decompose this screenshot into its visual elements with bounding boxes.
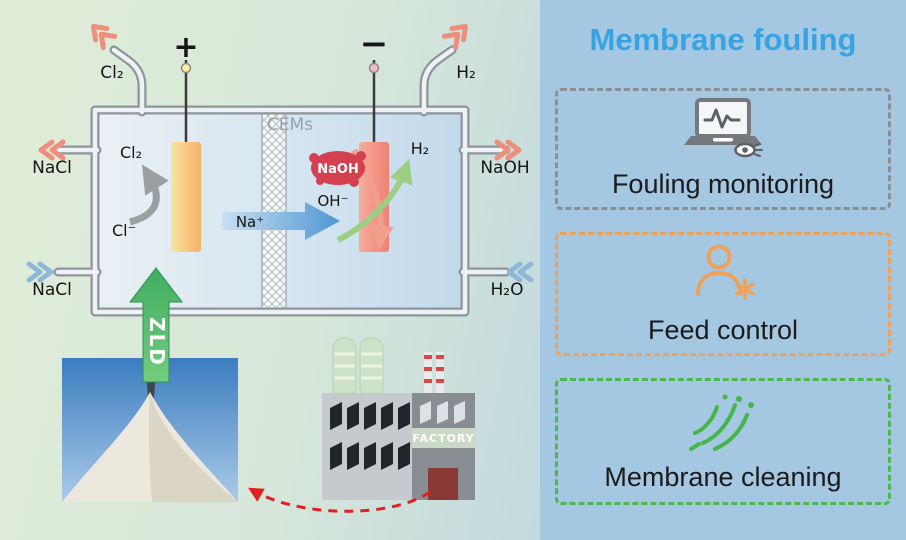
- asterisk-icon: [735, 278, 755, 300]
- h2-outlet-label: H₂: [456, 63, 476, 83]
- cation-exchange-membrane: [261, 111, 287, 311]
- chlorine-evolution-arrow: [128, 164, 169, 226]
- membrane-fouling-panel: Membrane fouling Fouling monitoring: [540, 0, 906, 540]
- cl-ion-label: Cl⁻: [112, 221, 136, 240]
- feed-control-box: Feed control: [555, 232, 891, 356]
- zld-label: ZLD: [145, 317, 169, 367]
- oh-ion-label: OH⁻: [317, 192, 348, 210]
- nacl-lower-label: NaCl: [32, 280, 72, 300]
- naoh-splat-label: NaOH: [317, 162, 359, 177]
- cathode-minus-sign: −: [360, 24, 389, 64]
- chimney: [436, 352, 444, 394]
- factory-windows: [330, 402, 410, 470]
- electrolysis-diagram: FACTORY: [0, 0, 540, 513]
- factory-tower-windows: [420, 401, 465, 424]
- factory-sign-label: FACTORY: [412, 432, 475, 445]
- membrane-cleaning-box: Membrane cleaning: [555, 378, 891, 505]
- spray-cleaning-icon: [689, 394, 754, 451]
- cl2-outlet-label: Cl₂: [100, 63, 123, 83]
- red-dashed-arrow: [248, 487, 431, 513]
- chimney: [424, 352, 432, 394]
- h2o-flow-chevrons: [509, 264, 531, 280]
- spray-droplets: [722, 394, 754, 408]
- heartbeat-line: [703, 108, 741, 129]
- anode-assembly: [171, 60, 201, 252]
- zld-arrow: ZLD: [128, 267, 184, 383]
- factory-sign-band: [412, 428, 475, 448]
- na-ion-label: Na⁺: [236, 213, 264, 231]
- h2o-inlet-label: H₂O: [491, 280, 524, 300]
- fouling-monitoring-box: Fouling monitoring: [555, 88, 891, 210]
- naoh-splat: [309, 151, 366, 187]
- h2-inner-label: H₂: [411, 139, 429, 158]
- anode-terminal-dot: [180, 62, 192, 74]
- anode-plus-sign: +: [173, 30, 198, 65]
- cems-label: CEMs: [267, 115, 313, 135]
- nacl-lower-flow-chevrons: [29, 264, 51, 280]
- cell-pipes-inner: [55, 47, 509, 315]
- cl2-inner-label: Cl₂: [120, 143, 142, 162]
- nacl-upper-label: NaCl: [32, 158, 72, 178]
- cl2-flow-chevrons: [88, 21, 115, 48]
- person-control-icon: [696, 244, 755, 300]
- hydrogen-evolution-arrow: [336, 158, 413, 243]
- feed-control-label: Feed control: [647, 315, 799, 345]
- silo-stripes: [334, 352, 382, 380]
- sodium-ion-arrow: [222, 202, 340, 240]
- panel-title: Membrane fouling: [589, 22, 857, 57]
- anode-bar: [171, 142, 201, 252]
- membrane-cleaning-label: Membrane cleaning: [604, 461, 842, 492]
- eye-icon: [734, 142, 763, 158]
- factory-illustration: FACTORY: [322, 337, 475, 500]
- fouling-monitoring-label: Fouling monitoring: [611, 169, 835, 199]
- factory-door: [428, 468, 458, 500]
- electrolysis-cell: + − CEMs Cl₂ H₂ NaCl NaCl NaOH H₂O Cl₂ C…: [29, 21, 531, 317]
- laptop-monitoring-icon: [684, 98, 763, 158]
- h2-flow-chevrons: [444, 21, 471, 48]
- cathode-terminal-dot: [368, 62, 380, 74]
- naoh-outlet-label: NaOH: [480, 158, 529, 178]
